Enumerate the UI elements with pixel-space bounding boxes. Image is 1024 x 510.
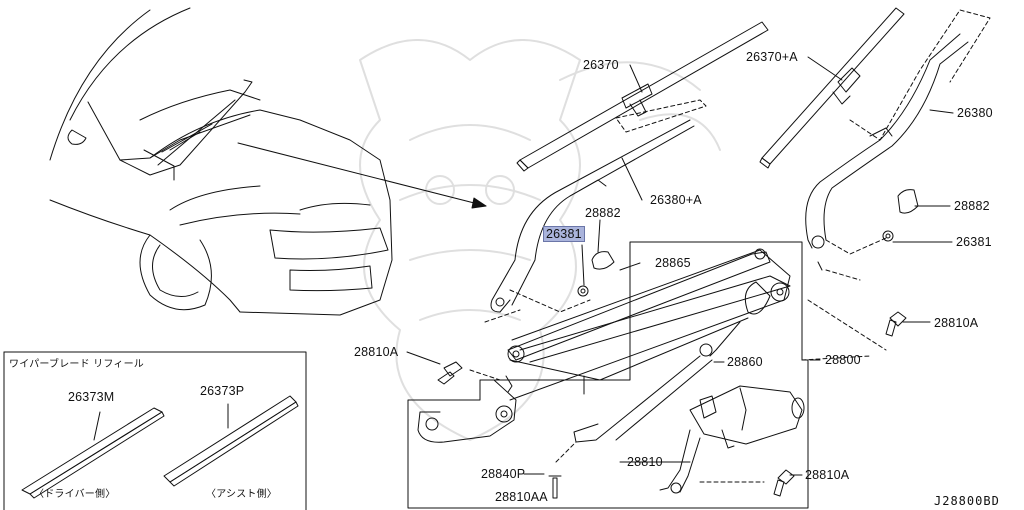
inset-refills	[3, 351, 307, 510]
right-wiper-blade	[759, 7, 905, 169]
car-body	[49, 7, 393, 316]
callout-28810a-right[interactable]: 28810A	[934, 316, 979, 330]
callout-26381-left-selected[interactable]: 26381	[543, 226, 585, 242]
callout-28860[interactable]: 28860	[727, 355, 763, 369]
wiper-motor	[659, 385, 805, 494]
cap-nut-right	[882, 189, 919, 242]
callout-26370[interactable]: 26370	[583, 58, 619, 72]
callout-26373p[interactable]: 26373P	[200, 384, 245, 398]
callout-28810[interactable]: 28810	[627, 455, 663, 469]
leader-lines	[406, 56, 954, 476]
inset-left-caption: 〈ドライバー側〉	[34, 489, 116, 500]
callout-26380a[interactable]: 26380+A	[650, 193, 702, 207]
callout-28800[interactable]: 28800	[825, 353, 861, 367]
callout-26370a[interactable]: 26370+A	[746, 50, 798, 64]
inset-right-caption: 〈アシスト側〉	[206, 489, 277, 500]
callout-28840p[interactable]: 28840P	[481, 467, 526, 481]
callout-28810a-bottom[interactable]: 28810A	[805, 468, 850, 482]
drawing-code: J28800BD	[934, 494, 1000, 508]
callout-28882-left[interactable]: 28882	[585, 206, 621, 220]
callout-28810a-left[interactable]: 28810A	[354, 345, 399, 359]
left-wiper-arm	[490, 119, 695, 313]
callout-26380[interactable]: 26380	[957, 106, 993, 120]
left-wiper-blade	[516, 21, 769, 172]
linkage-rods	[417, 248, 791, 443]
callout-28882-right[interactable]: 28882	[954, 199, 990, 213]
cap-nut-left	[577, 251, 615, 297]
bolt-left	[437, 361, 463, 385]
assembly-frame	[407, 241, 823, 509]
relation-lines	[469, 237, 887, 483]
pin-28810aa	[548, 475, 562, 499]
pointer-arrow	[237, 142, 487, 209]
callout-26381-right[interactable]: 26381	[956, 235, 992, 249]
bolt-bottom	[773, 469, 795, 497]
right-wiper-arm	[805, 9, 991, 249]
bolt-right	[885, 311, 907, 337]
callout-26373m[interactable]: 26373M	[68, 390, 115, 404]
callout-28865[interactable]: 28865	[655, 256, 691, 270]
inset-title: ワイパーブレード リフィール	[9, 359, 144, 370]
callout-28810aa[interactable]: 28810AA	[495, 490, 548, 504]
